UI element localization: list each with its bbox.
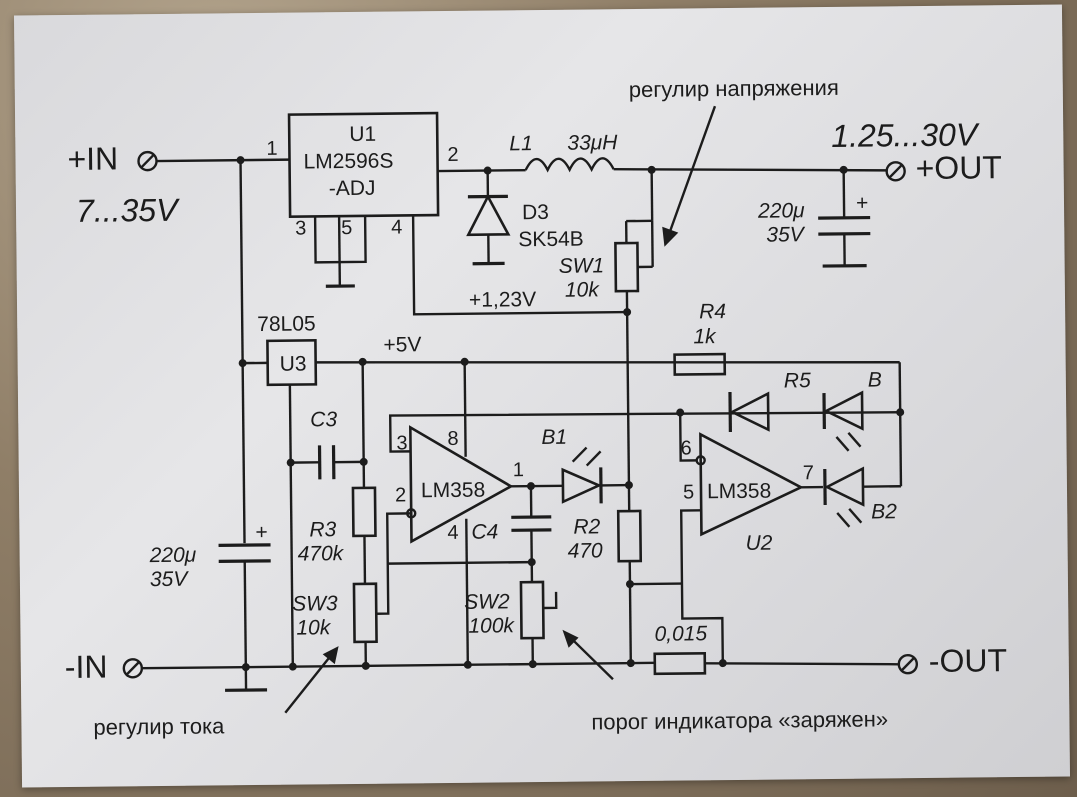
c3-name: C3 [310,408,337,431]
schematic-diagram: +IN 7...35V U1 LM2596S -ADJ 1 2 3 5 4 +1… [65,75,1008,740]
u2a-pin3: 3 [396,432,407,454]
threshold-adjust-arrow [562,629,614,681]
u3-part: 78L05 [257,312,316,336]
d3-diode [466,170,511,266]
sw3-potentiometer [352,582,378,644]
wire-input-top [156,158,290,163]
u3-name: U3 [280,352,307,375]
led-b [822,390,864,452]
u1-pin2: 2 [447,144,458,166]
sw2-name: SW2 [464,590,510,613]
c4-capacitor [511,486,552,583]
u1-pin3: 3 [295,217,306,239]
u2a-pin4: 4 [447,522,458,544]
voltage-adjust-arrow [662,105,717,247]
r4-name: R4 [699,300,726,323]
c4-name: C4 [471,520,498,543]
shunt-resistor [653,651,707,676]
b2-label: B2 [871,500,897,523]
wire-ground [141,661,655,670]
voltage-adjust-note: регулир напряжения [629,75,839,102]
output-terminal-minus [897,653,919,675]
current-adjust-note: регулир тока [93,713,225,739]
r2-value: 470 [568,539,604,562]
r2-resistor [616,509,643,563]
u1-pin5: 5 [341,217,352,239]
input-plus-label: +IN [67,140,118,177]
r3-name: R3 [309,518,336,541]
sw2-value: 100k [468,614,515,637]
output-voltage-label: 1.25...30V [831,116,980,154]
schematic-sheet: +IN 7...35V U1 LM2596S -ADJ 1 2 3 5 4 +1… [13,4,1071,788]
sw3-value: 10k [296,616,332,639]
wire-left-rail [239,160,246,544]
wire-feedback [411,215,628,316]
c-in-value: 220μ [149,544,197,568]
shunt-value: 0,015 [654,622,707,646]
wire-5v-rail [315,361,900,364]
b1-label: B1 [541,426,567,449]
sw2-potentiometer [519,580,545,640]
r5-name: R5 [784,369,811,392]
r4-value: 1k [693,325,717,348]
c-out-plus: + [856,192,869,215]
input-terminal-minus [122,658,144,679]
output-minus-label: -OUT [929,642,1008,679]
l1-name: L1 [509,132,533,155]
input-minus-label: -IN [65,649,108,685]
d3-name: D3 [522,201,549,224]
threshold-note: порог индикатора «заряжен» [591,706,888,734]
b1-led [561,446,629,504]
input-capacitor [218,543,271,692]
sw1-potentiometer [614,169,654,313]
u2b-pin6: 6 [680,437,691,459]
u2b-part: LM358 [707,480,771,504]
vref-label: +1,23V [469,288,536,312]
u1-name: U1 [349,123,376,146]
r2-name: R2 [573,515,600,538]
sw1-name: SW1 [559,254,605,277]
r3-resistor [351,486,377,538]
b2-led [823,412,903,528]
c-out-value: 220μ [757,199,805,223]
u1-pin1: 1 [266,138,277,160]
input-voltage-label: 7...35V [76,192,180,229]
input-terminal-plus [137,150,158,172]
u2a-part: LM358 [421,479,485,503]
u2b-name: U2 [745,532,772,555]
u1-pin4: 4 [391,216,402,238]
u1-part-suffix: -ADJ [329,177,376,200]
r5-diode [728,391,770,433]
led-b-label: B [868,368,882,391]
output-terminal-plus [885,161,906,182]
u1-part: LM2596S [303,150,393,174]
output-plus-label: +OUT [915,149,1002,186]
u2b-pin7: 7 [803,462,814,484]
l1-inductor [524,157,615,173]
u2a-pin8: 8 [447,428,458,450]
c-out-voltage: 35V [766,223,806,246]
r4-resistor [673,352,727,376]
u2a-pin2: 2 [395,484,406,506]
u2a-pin1: 1 [513,459,524,481]
sw1-value: 10k [565,278,601,301]
r3-value: 470k [298,542,345,565]
u2b-pin5: 5 [683,481,694,503]
c3-capacitor [290,445,368,480]
c-in-voltage: 35V [150,568,190,591]
rail-5v-label: +5V [383,333,421,356]
lm358-opamp-1 [406,425,514,544]
c-in-plus: + [255,521,268,544]
output-capacitor [818,169,871,268]
sw3-name: SW3 [292,592,338,615]
l1-value: 33μH [567,131,618,155]
d3-part: SK54B [518,228,584,252]
